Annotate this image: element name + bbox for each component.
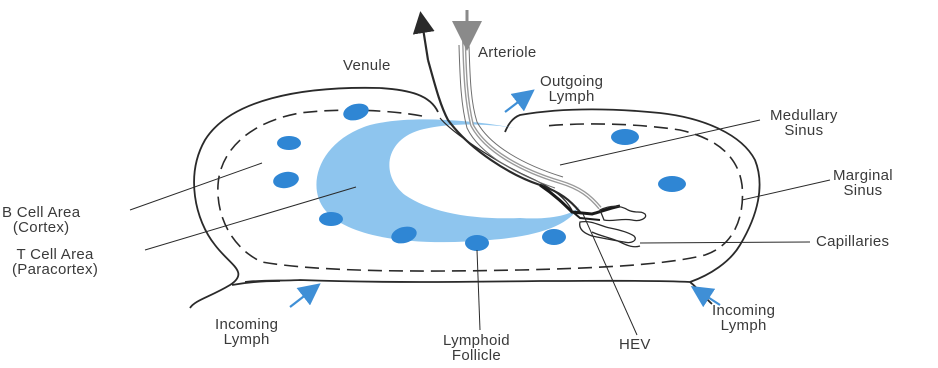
incoming-lymph-arrow-left [290,290,312,307]
outgoing-lymph-arrow [505,96,526,112]
follicle [542,229,566,245]
label-incoming-lymph-left: Incoming Lymph [215,317,278,347]
label-venule: Venule [343,58,391,73]
leader-marginal-sinus [742,180,830,200]
follicle [341,101,370,123]
follicle [319,212,343,226]
label-t-cell-area: T Cell Area (Paracortex) [12,247,98,277]
capsule-bottom-left-flare [232,281,280,285]
venule-arrow [422,22,428,60]
label-incoming-lymph-right: Incoming Lymph [712,303,775,333]
leader-lymphoid-follicle [477,250,480,330]
label-hev: HEV [619,337,651,352]
follicle [658,176,686,192]
label-capillaries: Capillaries [816,234,889,249]
paracortex-crescent [316,119,580,242]
leader-capillaries [640,242,810,243]
label-lymphoid-follicle: Lymphoid Follicle [443,333,510,363]
follicle [277,136,301,150]
leader-hev [583,214,637,335]
follicle [465,235,489,251]
capsule-outline [190,88,760,308]
label-outgoing-lymph: Outgoing Lymph [540,74,603,104]
follicle [272,170,300,190]
label-arteriole: Arteriole [478,45,537,60]
label-medullary-sinus: Medullary Sinus [770,108,838,138]
arteriole-vessel-outline [459,45,563,188]
label-b-cell-area: B Cell Area (Cortex) [2,205,80,235]
label-marginal-sinus: Marginal Sinus [833,168,893,198]
follicle [611,129,639,145]
